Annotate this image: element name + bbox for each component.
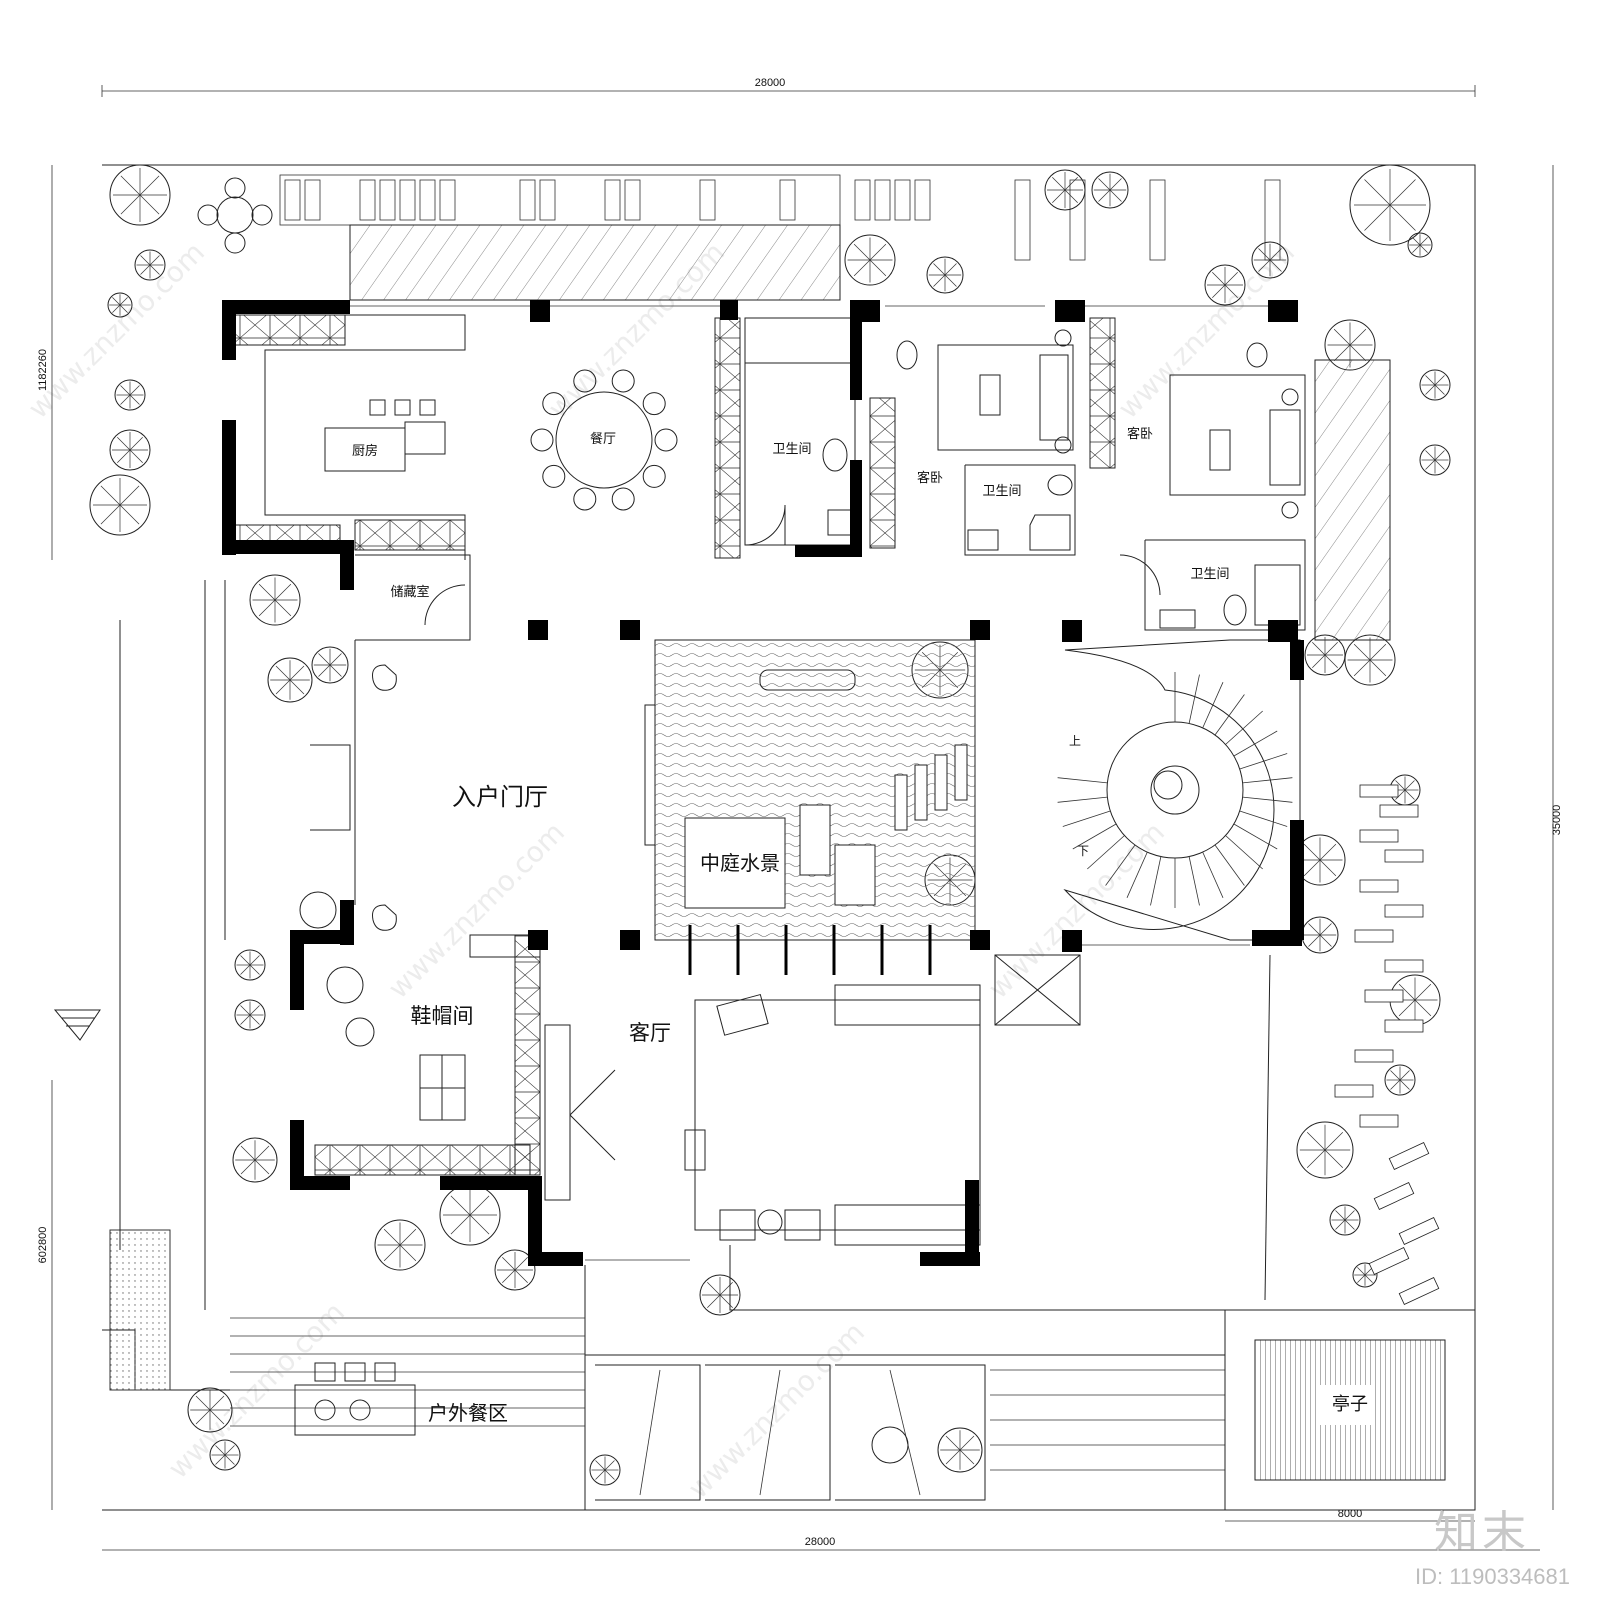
brand-watermark: 知末: [1434, 1507, 1530, 1558]
dining-chairs: [530, 369, 678, 511]
tree-icon: [589, 1454, 621, 1486]
label-stair-down: 下: [1077, 844, 1089, 858]
tree-icon: [114, 379, 146, 411]
tree-icon: [1251, 241, 1289, 279]
tree-icon: [311, 646, 349, 684]
chair-icon: [611, 369, 635, 393]
tree-icon: [107, 292, 133, 318]
tree-icon: [89, 474, 151, 536]
label-kitchen: 厨房: [352, 443, 378, 459]
tree-icon: [1324, 319, 1376, 371]
watermark-text: www.znzmo.com: [682, 1316, 871, 1505]
tree-icon: [1407, 232, 1433, 258]
label-courtyard-water: 中庭水景: [700, 851, 780, 875]
tree-icon: [134, 249, 166, 281]
tree-icon: [844, 234, 896, 286]
image-id-label: ID: 1190334681: [1415, 1564, 1570, 1589]
tree-icon: [1044, 169, 1086, 211]
tree-icon: [1352, 1262, 1378, 1288]
pavilion-frame: [1224, 1309, 1476, 1511]
label-living-room: 客厅: [629, 1021, 671, 1045]
courtyard-posts: [688, 925, 932, 975]
tree-icon: [1329, 1204, 1361, 1236]
dim-bottom-width: 28000: [805, 1536, 836, 1548]
chair-icon: [642, 464, 666, 488]
elevator-shaft: [994, 954, 1081, 1026]
tree-icon: [1091, 171, 1129, 209]
stepping-path: [1334, 784, 1440, 1305]
chair-icon: [542, 464, 566, 488]
spiral-staircase: [1057, 639, 1301, 941]
tree-icon: [1301, 916, 1339, 954]
label-bathroom-1: 卫生间: [772, 442, 811, 457]
label-stair-up: 上: [1069, 734, 1081, 748]
terrace-hatch: [349, 224, 841, 301]
tree-icon: [937, 1427, 983, 1473]
dining-table: [555, 391, 653, 489]
tree-icon: [1296, 1121, 1354, 1179]
dim-right-height: 35000: [1551, 805, 1563, 836]
tree-icon: [1349, 164, 1431, 246]
tree-icon: [1419, 444, 1451, 476]
dim-top-width: 28000: [755, 77, 786, 89]
label-storage: 储藏室: [390, 584, 429, 600]
chair-icon: [530, 428, 554, 452]
side-path-hatch: [1314, 359, 1391, 641]
tree-icon: [232, 1137, 278, 1183]
tree-icon: [1419, 369, 1451, 401]
dim-left-lower: 602800: [37, 1227, 49, 1264]
label-pavilion: 亭子: [1332, 1394, 1368, 1415]
tree-icon: [249, 574, 301, 626]
tree-icon: [494, 1249, 536, 1291]
dim-left-upper: 1182260: [37, 349, 49, 391]
watermark-text: www.znzmo.com: [22, 236, 211, 425]
label-bathroom-2: 卫生间: [982, 484, 1021, 499]
bed-2: [1169, 374, 1306, 496]
tree-icon: [1204, 264, 1246, 306]
tree-icon: [209, 1439, 241, 1471]
dim-bottom-right: 8000: [1338, 1508, 1362, 1520]
tree-icon: [109, 164, 171, 226]
tree-icon: [109, 429, 151, 471]
watermark-text: www.znzmo.com: [1112, 236, 1301, 425]
chair-icon: [654, 428, 678, 452]
tree-icon: [374, 1219, 426, 1271]
tree-icon: [926, 256, 964, 294]
label-dining: 餐厅: [590, 431, 616, 447]
chair-icon: [573, 487, 597, 511]
tree-icon: [234, 949, 266, 981]
chair-icon: [573, 369, 597, 393]
label-outdoor-dining: 户外餐区: [428, 1401, 508, 1425]
tree-icon: [1344, 634, 1396, 686]
chair-icon: [611, 487, 635, 511]
label-entrance-hall: 入户门厅: [452, 783, 548, 811]
label-bathroom-3: 卫生间: [1190, 567, 1229, 582]
outdoor-table: [294, 1384, 416, 1436]
tree-icon: [187, 1387, 233, 1433]
level-marker-icon: [53, 1009, 101, 1041]
bistro-table: [216, 196, 254, 234]
tree-icon: [267, 657, 313, 703]
label-shoe-room: 鞋帽间: [411, 1004, 474, 1028]
label-guest-bedroom-1: 客卧: [917, 470, 943, 486]
room-labels: 厨房 餐厅 卫生间 客卧 卫生间 客卧 卫生间 储藏室 入户门厅 中庭水景 鞋帽…: [352, 426, 1368, 1425]
walls: [222, 300, 1304, 1266]
trees: [89, 164, 1451, 1486]
tree-icon: [234, 999, 266, 1031]
stepping-stones: [894, 744, 968, 831]
dimension-lines: 28000 28000 8000 35000 1182260 602800: [37, 77, 1563, 1551]
tree-icon: [1304, 634, 1346, 676]
bed-1: [937, 344, 1074, 451]
watermark-text: www.znzmo.com: [382, 816, 571, 1005]
deck-boards: [230, 1317, 1225, 1471]
chair-icon: [542, 392, 566, 416]
living-area: [694, 999, 981, 1231]
tree-icon: [439, 1184, 501, 1246]
label-guest-bedroom-2: 客卧: [1127, 426, 1153, 442]
tree-icon: [699, 1274, 741, 1316]
tree-icon: [1384, 1064, 1416, 1096]
chair-icon: [642, 392, 666, 416]
